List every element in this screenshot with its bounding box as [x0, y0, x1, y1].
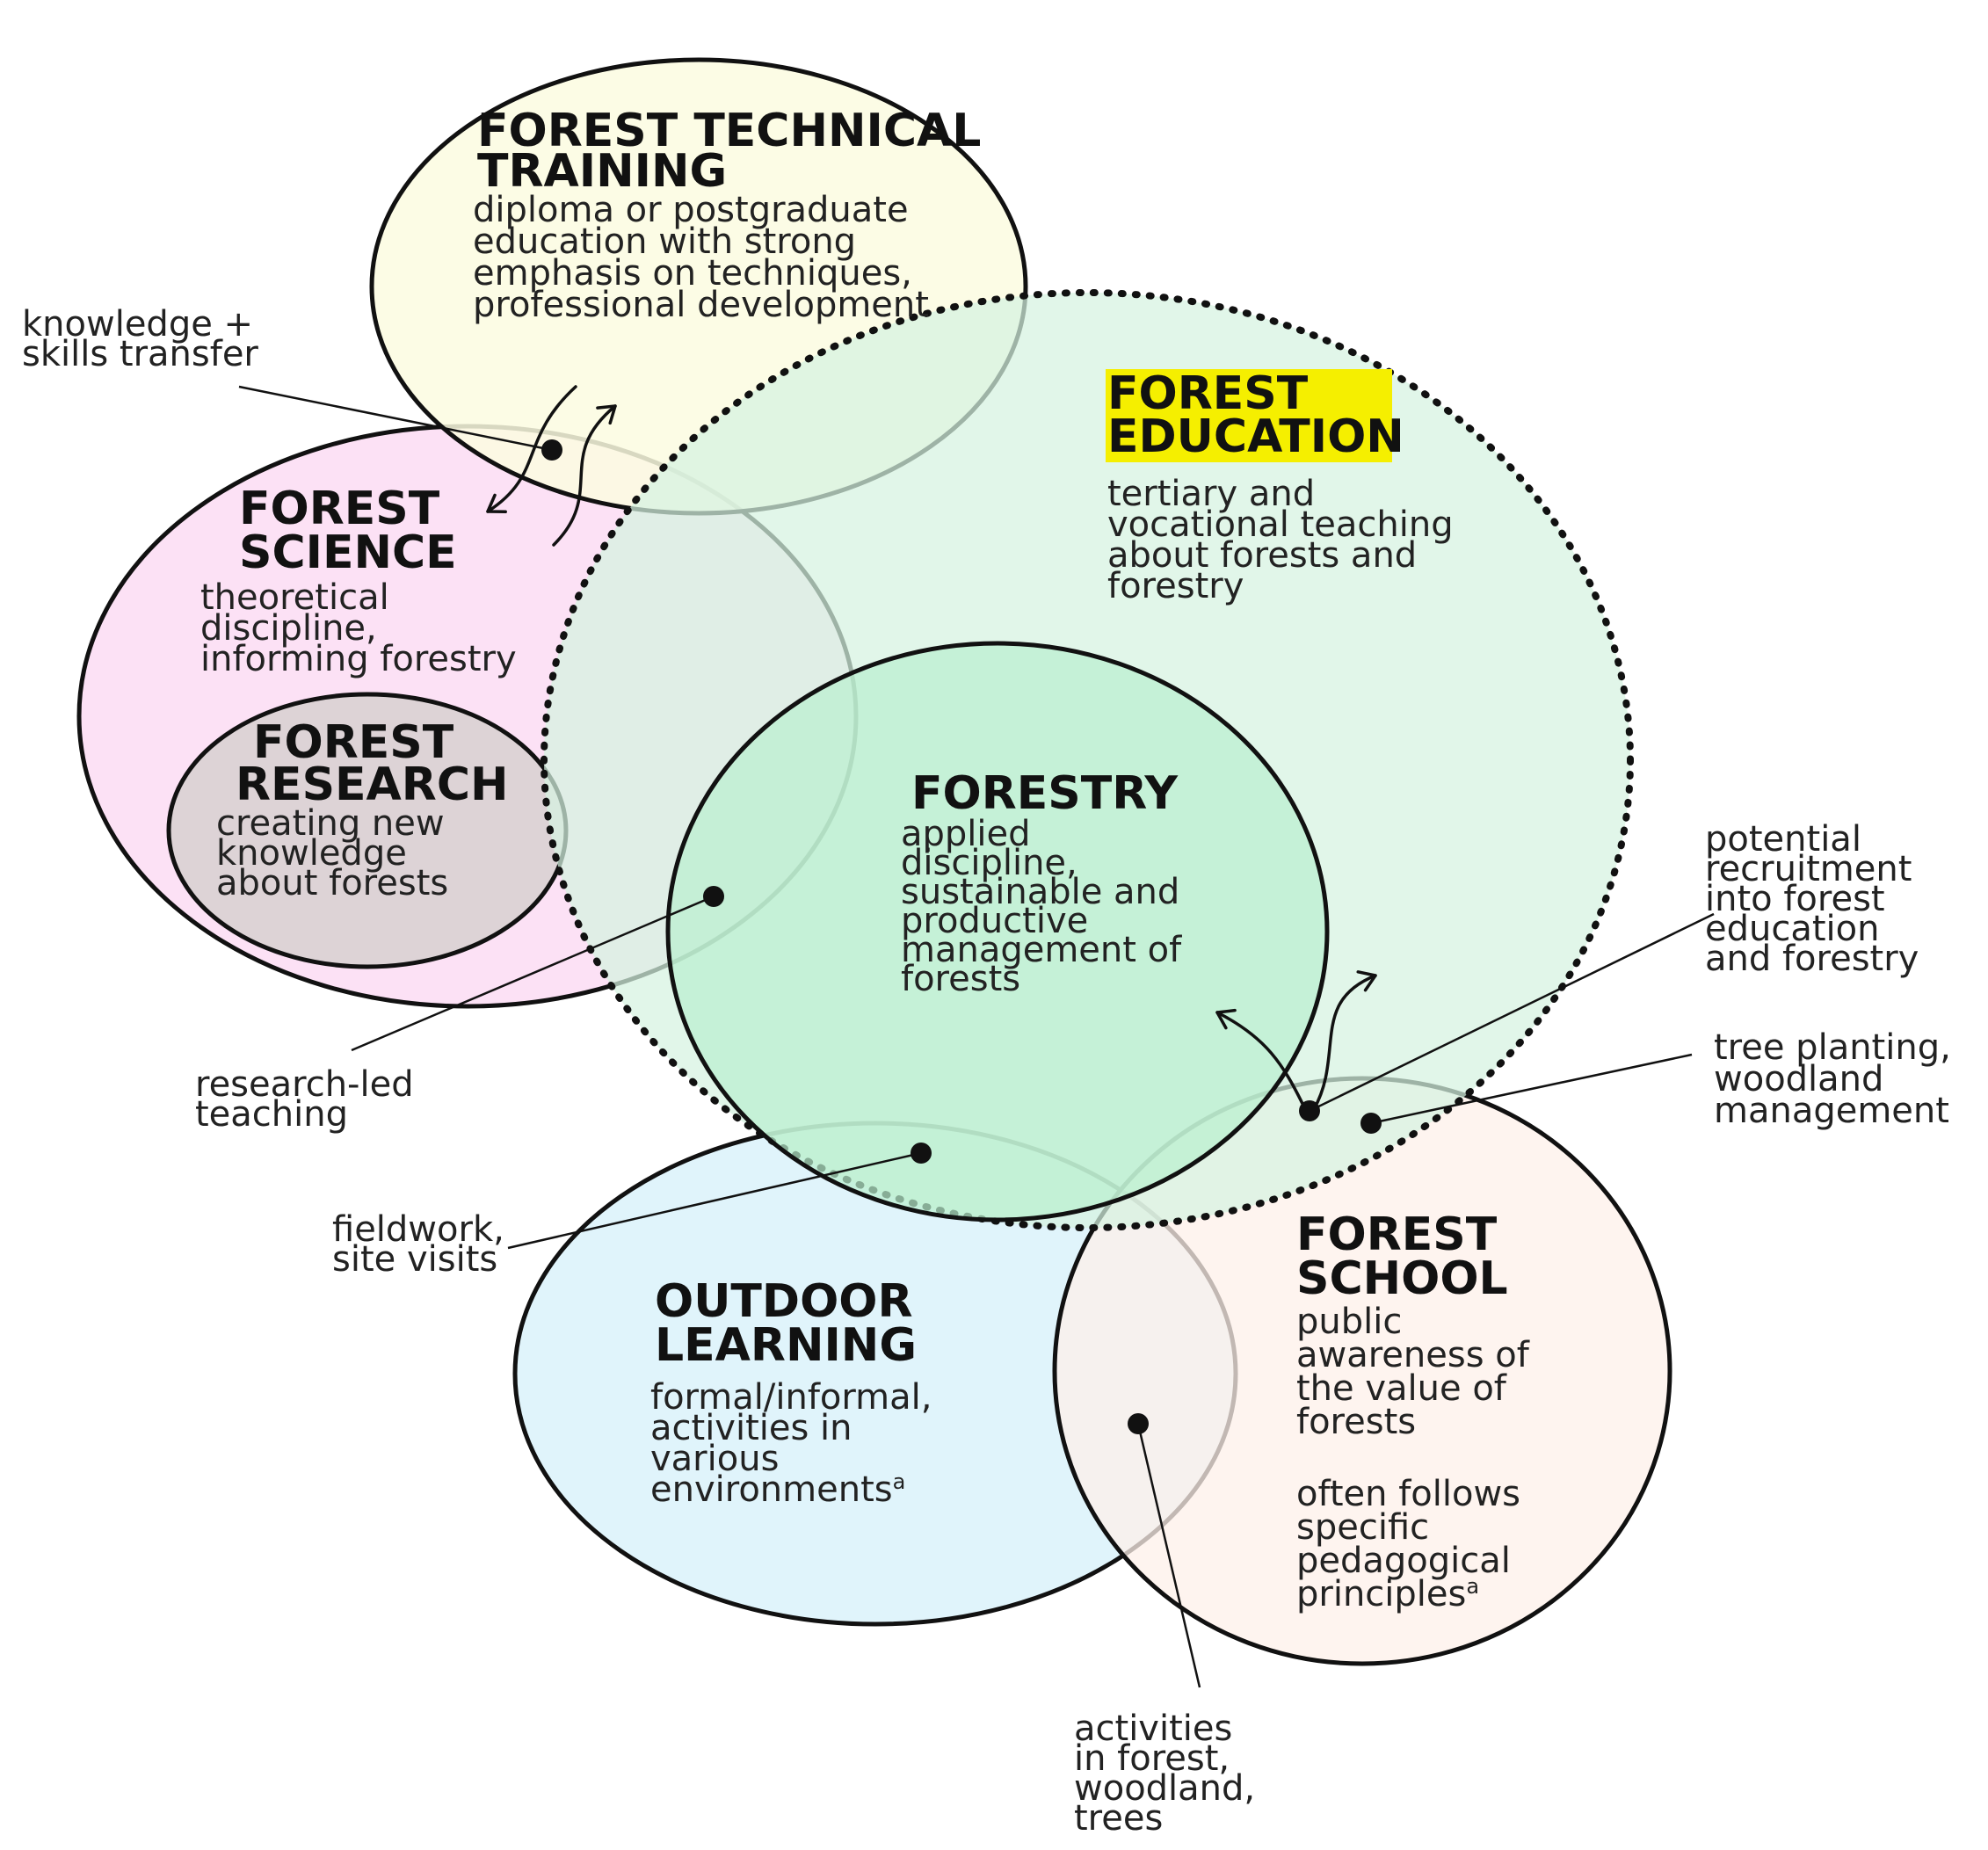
knowledge-skills-callout: knowledge +skills transfer [22, 304, 258, 374]
tree-planting-leader [1370, 1053, 1693, 1125]
forestry-ellipse [665, 641, 1330, 1222]
forest-education-highlight [1106, 369, 1392, 462]
fieldwork-dot [911, 1143, 932, 1164]
research-led-leader [351, 895, 715, 1052]
activities-leader [1136, 1423, 1201, 1688]
fieldwork-leader [507, 1151, 922, 1250]
recruitment-leader [1309, 912, 1715, 1113]
recruitment-arrow-icon [1215, 1008, 1307, 1111]
tree-planting-dot [1360, 1113, 1382, 1134]
knowledge-skills-leader [238, 385, 553, 452]
transfer-arrow-icon [486, 385, 577, 514]
activities-dot [1128, 1413, 1149, 1434]
recruitment-arrow-icon [1312, 970, 1377, 1111]
recruitment-dot [1299, 1100, 1320, 1121]
knowledge-skills-dot [541, 439, 562, 461]
area-title: FORESTRY [911, 767, 1179, 820]
research-led-dot [703, 886, 724, 907]
fieldwork-callout: fieldwork,site visits [332, 1209, 504, 1280]
transfer-arrow-icon [552, 404, 617, 547]
